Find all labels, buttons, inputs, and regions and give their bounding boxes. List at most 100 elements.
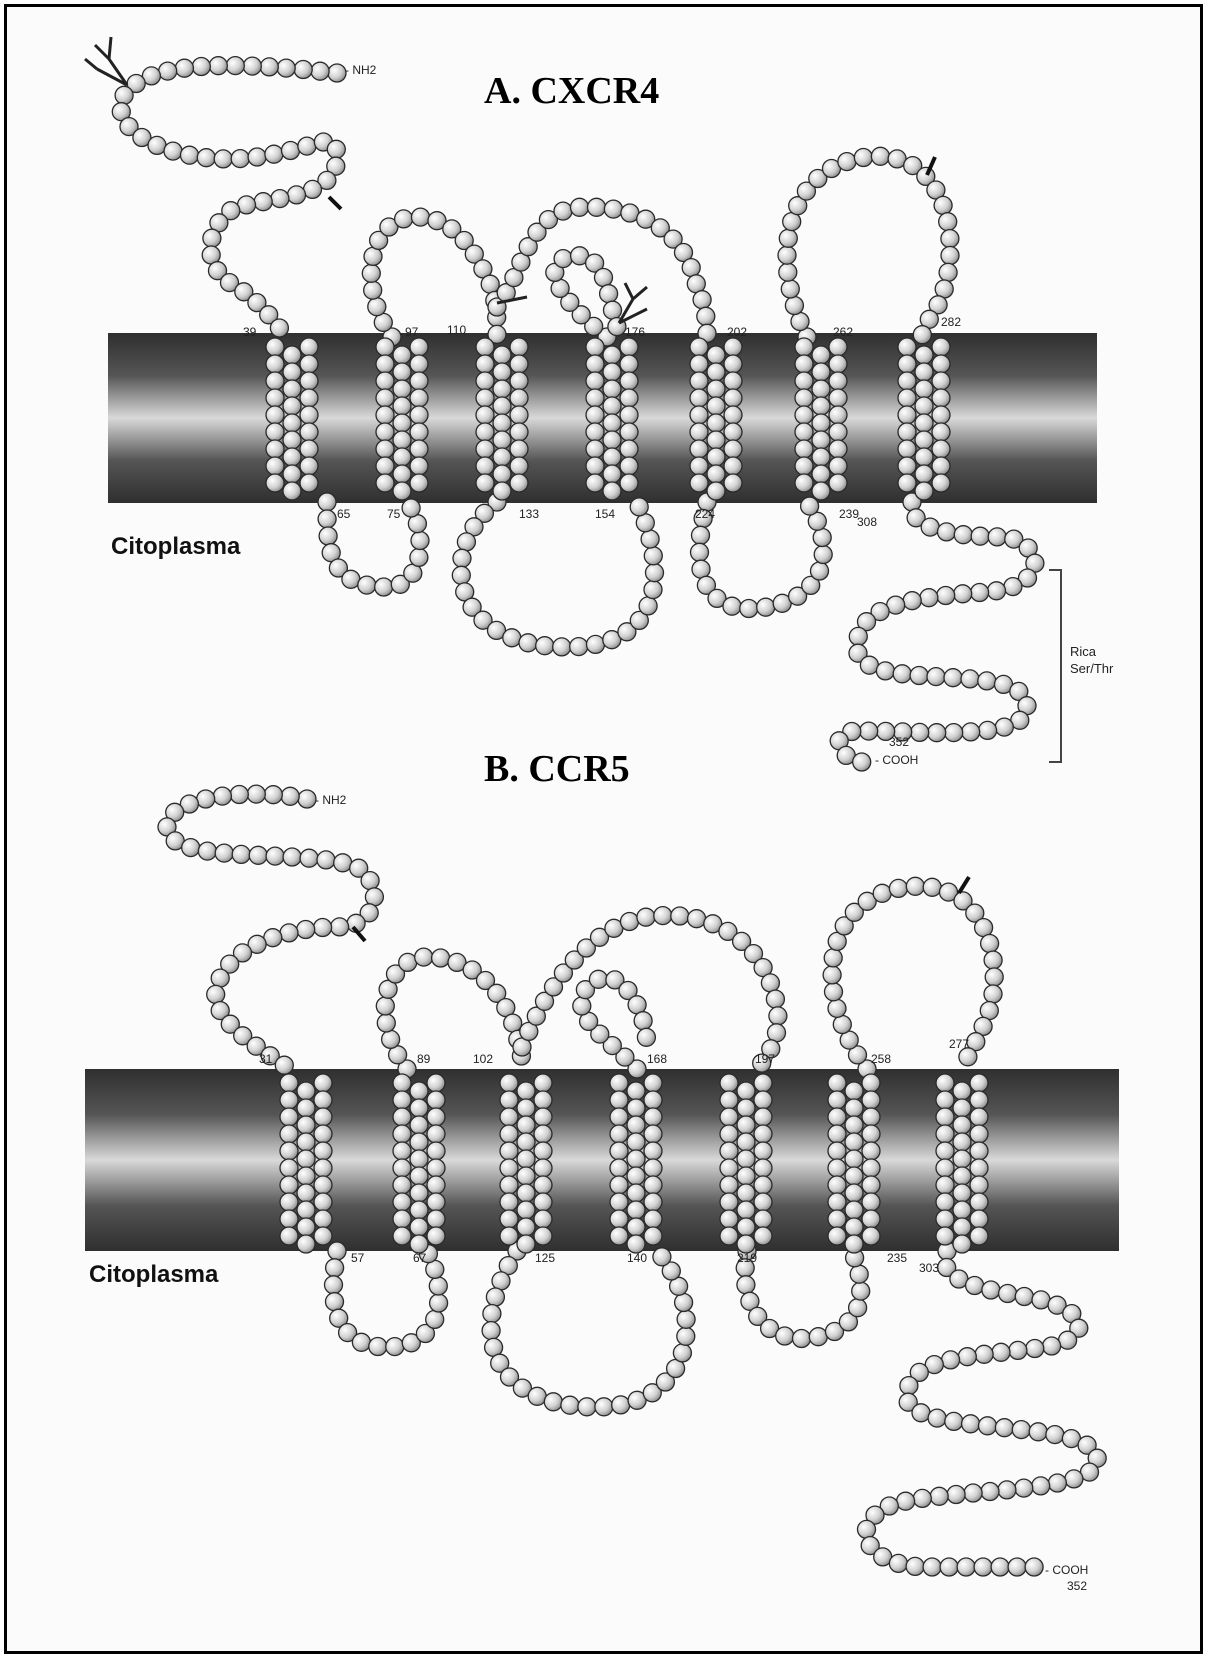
residue-bead xyxy=(720,1125,738,1143)
residue-bead xyxy=(300,457,318,475)
residue-bead xyxy=(992,1343,1010,1361)
residue-bead xyxy=(297,1133,315,1151)
residue-bead xyxy=(928,1409,946,1427)
residue-bead xyxy=(393,1227,411,1245)
residue-bead xyxy=(970,1193,988,1211)
residue-bead xyxy=(314,1108,332,1126)
residue-bead xyxy=(953,1201,971,1219)
residue-bead xyxy=(724,457,742,475)
residue-bead xyxy=(898,423,916,441)
residue-bead xyxy=(737,1116,755,1134)
residue-bead xyxy=(164,142,182,160)
residue-bead xyxy=(393,448,411,466)
residue-bead xyxy=(376,338,394,356)
boundary-label-b-int-6: 235 xyxy=(887,1251,907,1265)
residue-bead xyxy=(707,482,725,500)
residue-bead xyxy=(829,389,847,407)
residue-bead xyxy=(953,1082,971,1100)
residue-bead xyxy=(510,338,528,356)
residue-bead xyxy=(620,457,638,475)
residue-bead xyxy=(697,307,715,325)
residue-bead xyxy=(936,1193,954,1211)
residue-bead xyxy=(889,1554,907,1572)
residue-bead xyxy=(928,724,946,742)
residue-bead xyxy=(410,1201,428,1219)
residue-bead xyxy=(811,562,829,580)
residue-bead xyxy=(958,1348,976,1366)
residue-bead xyxy=(476,355,494,373)
residue-bead xyxy=(970,1074,988,1092)
residue-bead xyxy=(920,589,938,607)
residue-bead xyxy=(953,1150,971,1168)
residue-bead xyxy=(970,1159,988,1177)
residue-bead xyxy=(266,423,284,441)
residue-bead xyxy=(297,1167,315,1185)
residue-bead xyxy=(365,888,383,906)
residue-bead xyxy=(898,474,916,492)
residue-bead xyxy=(517,1235,535,1253)
residue-bead xyxy=(410,457,428,475)
residue-bead xyxy=(500,1176,518,1194)
residue-bead xyxy=(898,372,916,390)
residue-bead xyxy=(754,1142,772,1160)
residue-bead xyxy=(979,721,997,739)
residue-bead xyxy=(795,474,813,492)
residue-bead xyxy=(603,431,621,449)
residue-bead xyxy=(974,1558,992,1576)
residue-bead xyxy=(181,146,199,164)
residue-bead xyxy=(754,1091,772,1109)
residue-bead xyxy=(610,1210,628,1228)
residue-bead xyxy=(707,431,725,449)
residue-bead xyxy=(510,355,528,373)
residue-bead xyxy=(288,186,306,204)
residue-bead xyxy=(936,1142,954,1160)
residue-bead xyxy=(534,1108,552,1126)
residue-bead xyxy=(978,672,996,690)
residue-bead xyxy=(915,414,933,432)
residue-bead xyxy=(845,1235,863,1253)
residue-bead xyxy=(873,884,891,902)
residue-bead xyxy=(754,1210,772,1228)
residue-bead xyxy=(280,924,298,942)
residue-bead xyxy=(376,457,394,475)
boundary-label-b-int-4: 140 xyxy=(627,1251,647,1265)
residue-bead xyxy=(249,846,267,864)
residue-bead xyxy=(603,482,621,500)
residue-bead xyxy=(281,787,299,805)
residue-bead xyxy=(898,355,916,373)
residue-bead xyxy=(386,1338,404,1356)
residue-bead xyxy=(985,968,1003,986)
residue-bead xyxy=(823,966,841,984)
residue-bead xyxy=(637,908,655,926)
residue-bead xyxy=(493,465,511,483)
residue-bead xyxy=(915,363,933,381)
residue-bead xyxy=(707,448,725,466)
residue-bead xyxy=(298,790,316,808)
residue-bead xyxy=(644,1227,662,1245)
residue-bead xyxy=(936,1159,954,1177)
residue-bead xyxy=(331,918,349,936)
residue-bead xyxy=(862,1210,880,1228)
residue-bead xyxy=(500,1159,518,1177)
residue-bead xyxy=(936,1176,954,1194)
residue-bead xyxy=(553,638,571,656)
boundary-label-b-int-3: 125 xyxy=(535,1251,555,1265)
residue-bead xyxy=(932,423,950,441)
residue-bead xyxy=(637,1028,655,1046)
residue-bead xyxy=(627,1184,645,1202)
residue-bead xyxy=(586,406,604,424)
residue-bead xyxy=(988,582,1006,600)
residue-bead xyxy=(795,457,813,475)
residue-bead xyxy=(737,1201,755,1219)
residue-bead xyxy=(586,457,604,475)
residue-bead xyxy=(620,372,638,390)
residue-bead xyxy=(862,1227,880,1245)
residue-bead xyxy=(517,1133,535,1151)
residue-bead xyxy=(1065,1470,1083,1488)
boundary-label-b-int-7: 303 xyxy=(919,1261,939,1275)
residue-bead xyxy=(862,1125,880,1143)
ser-thr-label: Ser/Thr xyxy=(1070,660,1113,677)
residue-bead xyxy=(627,1133,645,1151)
residue-bead xyxy=(779,263,797,281)
residue-bead xyxy=(317,851,335,869)
